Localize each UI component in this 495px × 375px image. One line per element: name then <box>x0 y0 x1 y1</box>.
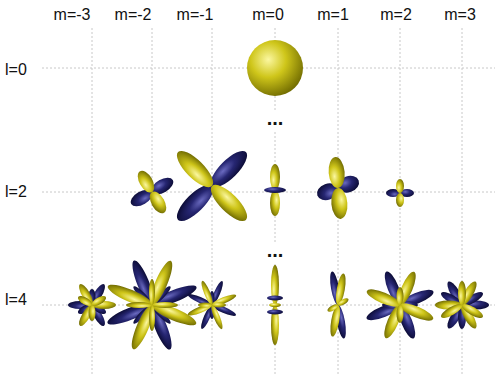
lobe <box>89 305 96 321</box>
lobe <box>395 270 419 307</box>
ellipsis: ... <box>265 110 286 130</box>
row-header: l=2 <box>4 183 28 201</box>
harmonic-shape <box>435 279 489 330</box>
lobe <box>396 193 404 207</box>
lobe <box>397 305 404 323</box>
lobe <box>76 294 93 308</box>
harmonic-shape <box>365 270 436 341</box>
ring-lobe <box>267 310 283 315</box>
harmonic-shape <box>172 146 253 227</box>
lobe <box>149 305 155 331</box>
harmonic-shape <box>187 280 237 330</box>
lobe <box>149 279 155 305</box>
grid-line <box>212 28 213 375</box>
lobe <box>152 302 178 308</box>
lobe <box>126 302 152 308</box>
lobe <box>198 303 212 308</box>
lobe <box>187 302 213 317</box>
column-header: m=-3 <box>53 6 92 24</box>
lobe <box>326 303 339 313</box>
harmonic-shape <box>267 265 283 345</box>
harmonic-shapes <box>68 40 489 352</box>
harmonic-shape <box>264 164 286 216</box>
lobe <box>146 189 169 216</box>
ring-lobe <box>269 303 281 307</box>
lobe <box>146 258 176 307</box>
column-header: m=2 <box>379 6 413 24</box>
lobe <box>439 302 464 321</box>
grid-line <box>92 28 93 375</box>
column-header: m=-2 <box>114 6 153 24</box>
lobe <box>199 280 214 306</box>
lobe <box>134 168 157 195</box>
column-header: m=1 <box>316 6 350 24</box>
harmonic-shape <box>128 168 176 216</box>
lobe <box>206 180 253 227</box>
lobe <box>172 146 219 193</box>
lobe <box>330 187 349 219</box>
harmonic-shape <box>315 156 362 219</box>
harmonic-shape <box>386 179 414 207</box>
lobe <box>460 302 485 321</box>
harmonic-shape <box>105 258 199 352</box>
ellipsis: ... <box>265 242 286 262</box>
lobe <box>397 287 404 305</box>
lobe <box>458 281 466 305</box>
lobe <box>211 292 237 307</box>
row-header: l=0 <box>4 61 28 79</box>
sphere <box>247 40 303 96</box>
column-header: m=0 <box>251 6 285 24</box>
lobe <box>337 297 350 307</box>
lobe <box>398 300 435 324</box>
lobe <box>270 164 280 190</box>
ring-lobe <box>264 187 286 193</box>
column-header: m=3 <box>443 6 477 24</box>
lobe <box>396 179 404 193</box>
lobe <box>212 303 226 308</box>
lobe <box>270 190 280 216</box>
lobe <box>327 156 346 188</box>
ring-lobe <box>267 296 283 301</box>
lobe <box>365 286 402 310</box>
lobe <box>381 303 405 340</box>
lobe <box>206 146 253 193</box>
lobe <box>458 279 479 307</box>
lobe <box>105 281 154 311</box>
row-header: l=4 <box>4 291 28 309</box>
lobe <box>90 294 107 308</box>
lobe <box>172 180 219 227</box>
harmonic-shape <box>247 40 303 96</box>
lobe <box>128 303 158 352</box>
column-header: m=-1 <box>176 6 215 24</box>
grid-lines <box>42 28 495 375</box>
lobe <box>77 303 96 328</box>
harmonic-shape <box>326 271 349 339</box>
lobe <box>209 304 224 330</box>
